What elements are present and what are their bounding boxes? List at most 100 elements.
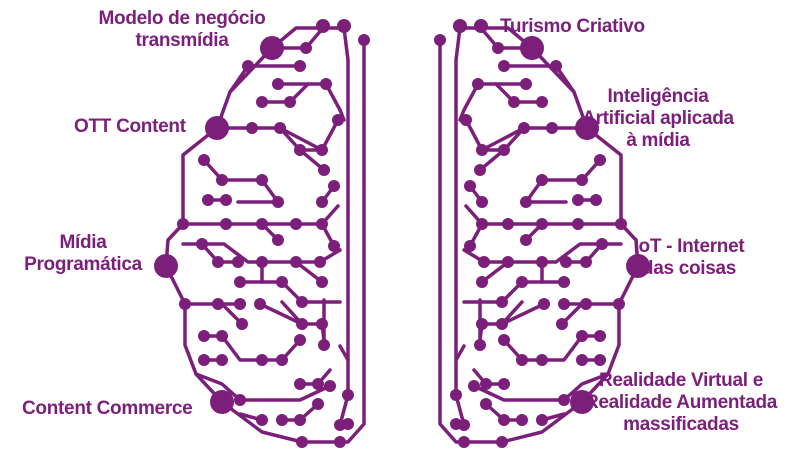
circuit-node xyxy=(560,256,572,268)
circuit-node xyxy=(580,256,592,268)
circuit-node xyxy=(472,78,484,90)
circuit-node xyxy=(318,339,330,351)
circuit-node xyxy=(496,296,508,308)
circuit-node xyxy=(502,256,514,268)
circuit-node xyxy=(337,19,351,33)
circuit-node xyxy=(476,144,488,156)
circuit-node xyxy=(450,389,462,401)
circuit-node xyxy=(536,414,548,426)
label-midia-programatica: Mídia Programática xyxy=(18,232,148,276)
circuit-node xyxy=(518,122,530,134)
circuit-node xyxy=(236,318,248,330)
circuit-node xyxy=(256,414,268,426)
circuit-node xyxy=(480,378,492,390)
circuit-node xyxy=(272,78,284,90)
circuit-node xyxy=(234,298,246,310)
circuit-node xyxy=(272,234,284,246)
circuit-node xyxy=(476,196,488,208)
label-line: IoT - Internet xyxy=(633,236,745,257)
circuit-node xyxy=(312,398,324,410)
circuit-wire xyxy=(194,372,332,402)
circuit-node xyxy=(320,78,332,90)
circuit-node xyxy=(546,122,558,134)
circuit-node xyxy=(520,196,532,208)
label-line: Realidade Aumentada xyxy=(584,392,778,413)
circuit-node xyxy=(594,354,606,366)
circuit-node xyxy=(246,122,258,134)
circuit-node xyxy=(492,42,504,54)
circuit-hub-node xyxy=(260,36,284,60)
label-turismo-criativo: Turismo Criativo xyxy=(500,16,645,38)
circuit-node xyxy=(316,218,328,230)
circuit-node xyxy=(314,256,326,268)
circuit-node xyxy=(316,19,330,33)
label-iot-internet-das-coisas: IoT - Internet das coisas xyxy=(614,236,764,280)
circuit-node xyxy=(294,414,306,426)
circuit-node xyxy=(296,296,308,308)
circuit-node xyxy=(556,318,568,330)
circuit-node xyxy=(256,354,268,366)
circuit-node xyxy=(294,144,306,156)
circuit-node xyxy=(300,42,312,54)
circuit-node xyxy=(474,164,486,176)
circuit-hub-node xyxy=(575,116,599,140)
circuit-node xyxy=(256,256,268,268)
circuit-wire xyxy=(472,372,610,402)
circuit-node xyxy=(294,378,306,390)
circuit-node xyxy=(294,334,306,346)
circuit-node xyxy=(256,174,268,186)
circuit-node xyxy=(476,318,488,330)
circuit-node xyxy=(576,174,588,186)
circuit-node xyxy=(572,194,584,206)
circuit-node xyxy=(284,96,296,108)
circuit-node xyxy=(476,218,488,230)
circuit-node xyxy=(536,174,548,186)
circuit-node xyxy=(468,380,480,392)
circuit-node xyxy=(502,218,514,230)
circuit-hub-node xyxy=(205,116,229,140)
circuit-node xyxy=(234,394,246,406)
circuit-node xyxy=(476,276,488,288)
circuit-wire xyxy=(258,302,326,342)
circuit-node xyxy=(276,276,288,288)
circuit-node xyxy=(256,96,268,108)
label-line: massificadas xyxy=(623,414,739,435)
circuit-node xyxy=(216,174,228,186)
circuit-wire xyxy=(202,334,264,362)
circuit-node xyxy=(290,218,302,230)
circuit-node xyxy=(332,114,344,126)
circuit-node xyxy=(198,354,210,366)
circuit-node xyxy=(590,194,602,206)
circuit-node xyxy=(294,60,306,72)
label-line: Content Commerce xyxy=(22,398,193,419)
circuit-node xyxy=(274,122,286,134)
circuit-node xyxy=(550,60,562,72)
circuit-node xyxy=(498,334,510,346)
circuit-node xyxy=(334,419,346,431)
circuit-node xyxy=(202,194,214,206)
circuit-node xyxy=(508,96,520,108)
circuit-node xyxy=(460,114,472,126)
label-line: Modelo de negócio xyxy=(98,8,266,29)
circuit-node xyxy=(576,330,588,342)
circuit-node xyxy=(594,154,606,166)
circuit-node xyxy=(318,164,330,176)
circuit-node xyxy=(242,60,254,72)
circuit-node xyxy=(474,19,488,33)
circuit-node xyxy=(328,180,340,192)
circuit-wire xyxy=(540,334,602,362)
label-realidade-virtual-aumentada: Realidade Virtual e Realidade Aumentada … xyxy=(576,370,786,436)
circuit-node xyxy=(312,378,324,390)
circuit-node xyxy=(594,330,606,342)
circuit-node xyxy=(220,194,232,206)
circuit-node xyxy=(558,298,570,310)
circuit-node xyxy=(458,436,470,448)
circuit-node xyxy=(536,218,548,230)
circuit-node xyxy=(576,354,588,366)
circuit-node xyxy=(520,78,532,90)
circuit-wire xyxy=(454,26,466,427)
circuit-node xyxy=(558,276,570,288)
label-line: OTT Content xyxy=(74,116,186,137)
circuit-wire xyxy=(454,344,466,362)
circuit-node xyxy=(334,436,346,448)
